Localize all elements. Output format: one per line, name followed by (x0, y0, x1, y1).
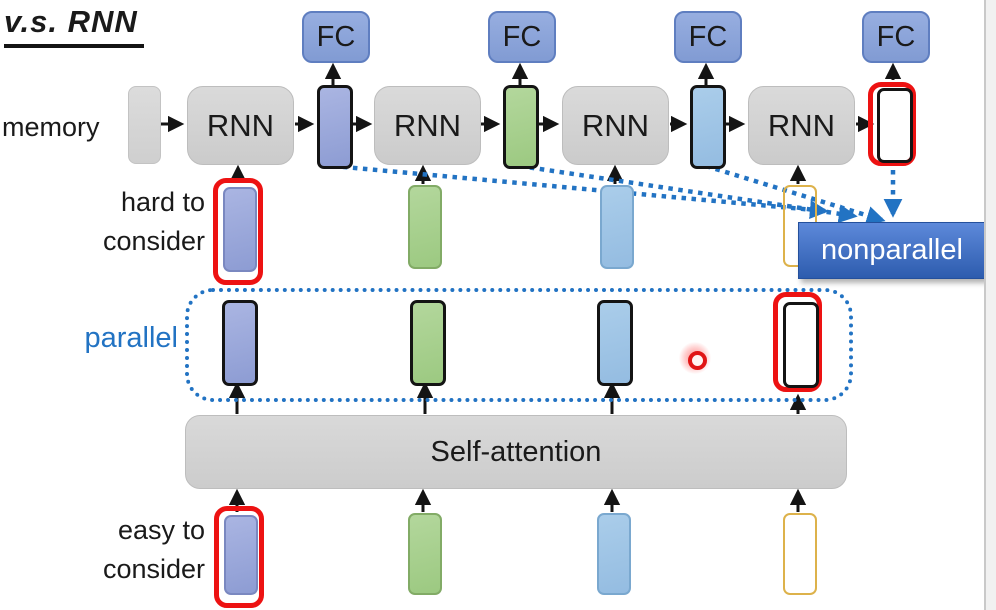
fc-box-1: FC (302, 11, 370, 63)
input-1-highlight-ring (213, 178, 263, 285)
slide-title: v.s. RNN (4, 4, 144, 48)
nonparallel-badge: nonparallel (798, 222, 986, 279)
rnn-input-1 (223, 187, 257, 272)
attention-output-2 (410, 300, 446, 386)
fc-box-2: FC (488, 11, 556, 63)
attention-output-4-highlight-ring (773, 292, 822, 392)
parallel-label: parallel (84, 322, 179, 354)
fc-box-4: FC (862, 11, 930, 63)
attention-output-3 (597, 300, 633, 386)
hidden-state-4 (877, 88, 913, 163)
rnn-input-3 (600, 185, 634, 269)
attention-input-4 (783, 513, 817, 595)
attention-output-4 (783, 302, 819, 388)
attention-input-1 (224, 515, 258, 595)
hidden-state-4-highlight-ring (868, 82, 916, 166)
right-edge-line (984, 0, 986, 610)
attention-output-1 (222, 300, 258, 386)
rnn-unit-4: RNN (748, 86, 855, 165)
laser-pointer-dot (688, 351, 707, 370)
rnn-input-2 (408, 185, 442, 269)
memory-cell (128, 86, 161, 164)
hidden-state-1 (317, 85, 353, 169)
easy-to-consider-label: easy to consider (102, 515, 205, 584)
fc-box-3: FC (674, 11, 742, 63)
memory-label: memory (2, 112, 100, 142)
parallel-group-outline (185, 288, 853, 402)
hidden-state-2 (503, 85, 539, 169)
attention-input-2 (408, 513, 442, 595)
rnn-unit-2: RNN (374, 86, 481, 165)
rnn-unit-1: RNN (187, 86, 294, 165)
attention-input-3 (597, 513, 631, 595)
self-attention-layer: Self-attention (185, 415, 847, 489)
bottom-input-1-highlight-ring (214, 506, 264, 608)
hidden-state-3 (690, 85, 726, 169)
right-edge-panel (986, 0, 996, 610)
hard-to-consider-label: hard to consider (102, 187, 205, 256)
rnn-unit-3: RNN (562, 86, 669, 165)
